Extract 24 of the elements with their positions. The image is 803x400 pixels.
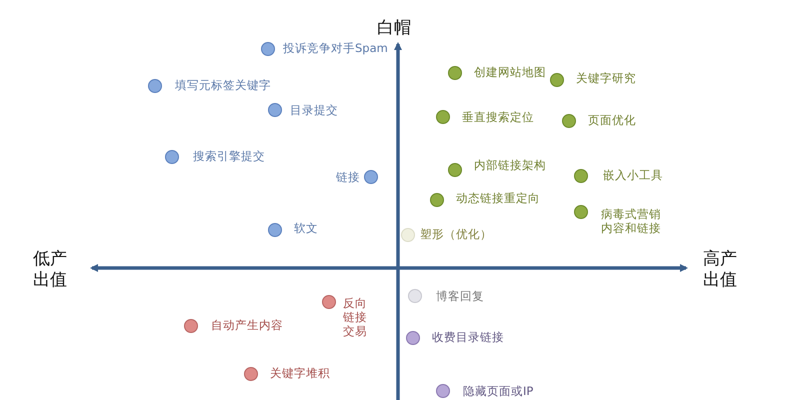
item-label: 隐藏页面或IP <box>463 384 534 398</box>
item-label: 嵌入小工具 <box>603 168 663 182</box>
item-label: 自动产生内容 <box>211 318 283 332</box>
item-label: 页面优化 <box>588 113 636 127</box>
item-label: 软文 <box>294 221 318 235</box>
axis-label: 低产出值 <box>33 249 68 291</box>
item-label: 病毒式营销内容和链接 <box>601 207 662 235</box>
item-label: 内部链接架构 <box>474 158 546 172</box>
axis-label: 高产出值 <box>703 249 738 291</box>
item-label: 创建网站地图 <box>474 65 546 79</box>
item-label: 关键字堆积 <box>270 366 330 380</box>
item-label: 填写元标签关键字 <box>175 78 271 92</box>
item-label: 动态链接重定向 <box>456 191 540 205</box>
item-label: 投诉竞争对手Spam <box>283 41 388 55</box>
item-label: 反向链接交易 <box>343 296 368 338</box>
axis-label: 白帽 <box>377 18 411 39</box>
item-label: 收费目录链接 <box>432 330 504 344</box>
item-label: 塑形（优化） <box>420 227 492 241</box>
item-label: 博客回复 <box>436 289 484 303</box>
item-label: 搜索引擎提交 <box>193 149 265 163</box>
item-label: 关键字研究 <box>576 71 636 85</box>
item-label: 垂直搜索定位 <box>462 110 534 124</box>
item-label: 目录提交 <box>290 103 338 117</box>
item-label: 链接 <box>336 170 360 184</box>
